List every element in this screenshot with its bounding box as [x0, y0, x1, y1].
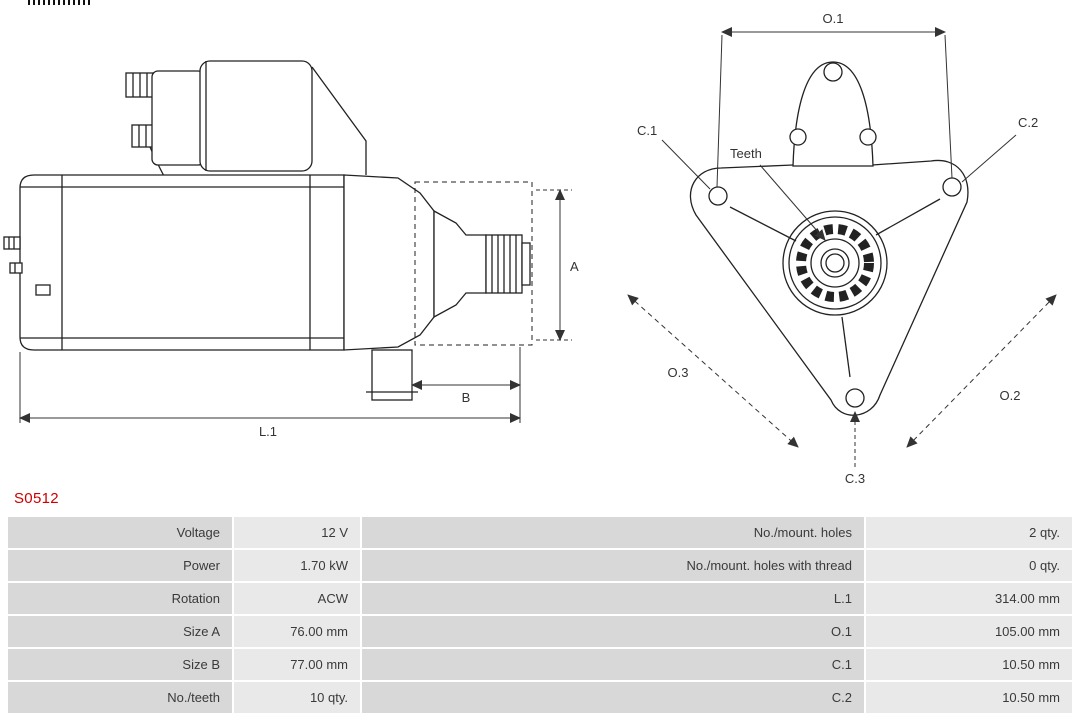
spec-label-cell: No./teeth: [8, 682, 232, 713]
front-view-dimension-labels: O.1 C.1 C.2 Teeth O.3 O.2 C.3: [637, 11, 1038, 486]
side-view-dimension-lines: [19, 189, 572, 423]
side-view-dimension-labels: A B L.1: [259, 259, 579, 439]
barcode-fragment: [28, 0, 90, 5]
spec-value-cell: 10.50 mm: [866, 682, 1072, 713]
starter-side-view-drawing: A B L.1: [3, 60, 579, 439]
dim-l1-label: L.1: [259, 424, 277, 439]
dim-o3-label: O.3: [668, 365, 689, 380]
spec-value-cell: 10.50 mm: [866, 649, 1072, 680]
dim-c3-label: C.3: [845, 471, 865, 486]
dim-a-label: A: [570, 259, 579, 274]
spec-value-cell: 77.00 mm: [234, 649, 360, 680]
dim-o1-label: O.1: [823, 11, 844, 26]
spec-table: Voltage 12 V No./mount. holes 2 qty. Pow…: [8, 517, 1072, 713]
spec-label-cell: Power: [8, 550, 232, 581]
side-view-geometry: [3, 60, 531, 401]
spec-label-cell: No./mount. holes with thread: [362, 550, 864, 581]
spec-label-cell: C.1: [362, 649, 864, 680]
spec-label-cell: Size B: [8, 649, 232, 680]
spec-label-cell: Size A: [8, 616, 232, 647]
starter-front-view-drawing: O.1 C.1 C.2 Teeth O.3 O.2 C.3: [627, 11, 1057, 486]
dim-b-label: B: [462, 390, 471, 405]
spec-value-cell: 1.70 kW: [234, 550, 360, 581]
front-view-dimension-lines: [627, 27, 1057, 467]
spec-label-cell: No./mount. holes: [362, 517, 864, 548]
spec-value-cell: 10 qty.: [234, 682, 360, 713]
spec-value-cell: 0 qty.: [866, 550, 1072, 581]
dim-o2-label: O.2: [1000, 388, 1021, 403]
spec-value-cell: 76.00 mm: [234, 616, 360, 647]
spec-value-cell: 105.00 mm: [866, 616, 1072, 647]
spec-value-cell: 314.00 mm: [866, 583, 1072, 614]
spec-value-cell: 2 qty.: [866, 517, 1072, 548]
spec-value-cell: ACW: [234, 583, 360, 614]
spec-label-cell: L.1: [362, 583, 864, 614]
dashed-envelope: [414, 181, 533, 346]
dim-c2-label: C.2: [1018, 115, 1038, 130]
front-view-geometry: [689, 61, 969, 416]
teeth-label: Teeth: [730, 146, 762, 161]
spec-value-cell: 12 V: [234, 517, 360, 548]
part-number: S0512: [14, 490, 59, 507]
spec-label-cell: Voltage: [8, 517, 232, 548]
spec-label-cell: C.2: [362, 682, 864, 713]
dim-c1-label: C.1: [637, 123, 657, 138]
spec-label-cell: O.1: [362, 616, 864, 647]
spec-label-cell: Rotation: [8, 583, 232, 614]
